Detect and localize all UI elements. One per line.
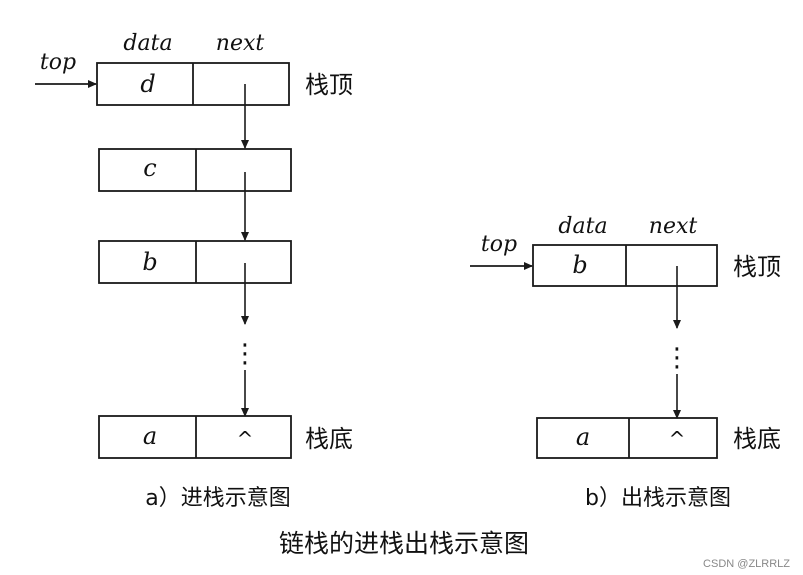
main-caption: 链栈的进栈出栈示意图	[279, 529, 529, 558]
right-node-b-box	[532, 244, 718, 287]
left-node-a: a ^	[98, 415, 292, 459]
left-node-c-data: c	[143, 154, 156, 182]
left-header-next: next	[216, 31, 265, 56]
left-ellipsis: ⋮	[232, 339, 258, 369]
right-header-data: data	[558, 214, 607, 239]
pop-diagram: data next top b 栈顶 ⋮ a ^ 栈底 b）出栈示意图	[470, 214, 781, 511]
left-node-b-data: b	[142, 248, 157, 276]
left-top-label: top	[40, 50, 76, 75]
right-node-a-data: a	[576, 423, 590, 451]
left-node-d-data: d	[140, 70, 155, 98]
right-stack-top-label: 栈顶	[733, 253, 781, 281]
left-node-a-box	[98, 415, 292, 459]
right-top-label: top	[481, 232, 517, 257]
right-stack-bottom-label: 栈底	[733, 425, 781, 453]
right-ellipsis: ⋮	[664, 343, 690, 373]
left-node-a-null-next: ^	[237, 427, 254, 451]
left-node-c: c	[98, 148, 292, 192]
right-header-next: next	[649, 214, 698, 239]
right-node-b-data: b	[572, 251, 587, 279]
right-node-b: b	[532, 244, 718, 287]
right-node-a-box	[536, 417, 718, 459]
left-header-data: data	[123, 31, 172, 56]
left-node-a-data: a	[143, 422, 157, 450]
left-node-d: d	[96, 62, 290, 106]
left-caption: a）进栈示意图	[145, 486, 290, 511]
push-diagram: data next top d 栈顶 c b	[35, 31, 353, 511]
right-node-a-null-next: ^	[669, 427, 686, 451]
csdn-watermark: CSDN @ZLRRLZ	[703, 558, 790, 570]
left-node-b-box	[98, 240, 292, 284]
left-stack-top-label: 栈顶	[305, 71, 353, 99]
left-node-b: b	[98, 240, 292, 284]
left-node-c-box	[98, 148, 292, 192]
right-caption: b）出栈示意图	[585, 486, 731, 511]
right-node-a: a ^	[536, 417, 718, 459]
left-stack-bottom-label: 栈底	[305, 425, 353, 453]
